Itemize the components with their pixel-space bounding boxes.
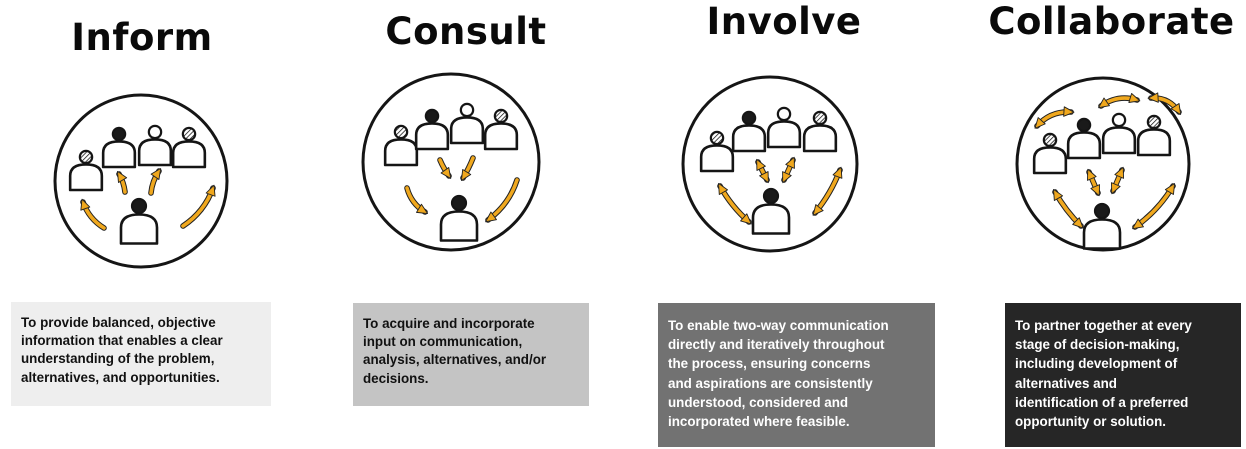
level-title-involve: Involve [706,0,862,43]
description-line: alternatives and [1015,375,1117,391]
description-line: decisions. [363,370,429,386]
description-line: opportunity or solution. [1015,414,1166,430]
description-line: incorporated where feasible. [668,414,850,430]
arrow-icon [116,170,128,195]
arrow-icon [460,155,476,181]
level-consult: Consult To acquire and incorporate input… [320,0,620,449]
description-line: identification of a preferred [1015,394,1189,410]
description-involve: To enable two-way communication directly… [658,303,935,447]
person-icon [766,106,802,149]
person-icon [1101,112,1137,155]
person-icon [731,110,767,153]
description-line: information that enables a clear [21,333,223,349]
arrow-icon [1132,182,1176,230]
level-title-consult: Consult [385,10,547,53]
description-line: analysis, alternatives, and/or [363,352,547,368]
level-collaborate: Collaborate To partner together at every… [975,0,1246,449]
description-line: To enable two-way communication [668,318,889,333]
arrow-icon [1086,168,1101,197]
person-icon [449,102,485,145]
person-icon [439,194,479,242]
description-line: alternatives, and opportunities. [21,369,220,385]
person-icon [751,187,791,235]
group-circle [1015,76,1191,252]
description-line: directly and iteratively throughout [668,337,885,353]
person-icon [802,110,838,153]
arrow-icon [1052,188,1084,229]
description-line: the process, ensuring concerns [668,356,871,372]
arrow-icon [1034,106,1075,129]
person-icon [1066,117,1102,160]
person-icon [171,126,207,169]
level-involve: Involve To enable two-way communication … [640,0,940,449]
arrow-icon [180,184,216,229]
description-line: understanding of the problem, [21,351,215,367]
arrow-icon [1110,166,1125,195]
arrow-icon [755,158,770,184]
arrow-icon [1098,92,1141,109]
person-icon [1082,202,1122,250]
description-line: stage of decision-making, [1015,337,1180,353]
description-line: including development of [1015,356,1178,372]
description-consult: To acquire and incorporate input on comm… [353,303,589,406]
description-inform: To provide balanced, objective informati… [11,302,271,406]
consult-illustration [361,72,541,252]
arrow-icon [148,168,162,196]
person-icon [119,197,159,245]
description-line: To partner together at every [1015,318,1192,333]
person-icon [1136,114,1172,157]
inform-illustration [53,93,229,269]
person-icon [483,108,519,151]
person-icon [1032,132,1068,175]
arrow-icon [1147,92,1182,115]
description-line: To provide balanced, objective [21,315,216,330]
arrow-icon [404,185,428,215]
collaborate-illustration [1015,76,1191,252]
person-icon [137,124,173,167]
description-line: understood, considered and [668,394,849,410]
arrow-icon [437,157,452,179]
person-icon [699,130,735,173]
arrow-icon [717,182,752,225]
description-collaborate: To partner together at every stage of de… [1005,303,1241,447]
description-line: To acquire and incorporate [363,316,535,331]
arrow-icon [485,177,520,223]
level-title-collaborate: Collaborate [988,0,1235,43]
person-icon [68,149,104,192]
description-line: and aspirations are consistently [668,375,873,391]
arrow-icon [812,166,843,216]
level-title-inform: Inform [71,16,213,59]
level-inform: Inform To provide balanced, objective in… [0,0,280,449]
arrow-icon [80,198,107,231]
person-icon [101,126,137,169]
involve-illustration [681,75,859,253]
description-line: input on communication, [363,334,523,350]
arrow-icon [781,156,796,184]
person-icon [414,108,450,151]
